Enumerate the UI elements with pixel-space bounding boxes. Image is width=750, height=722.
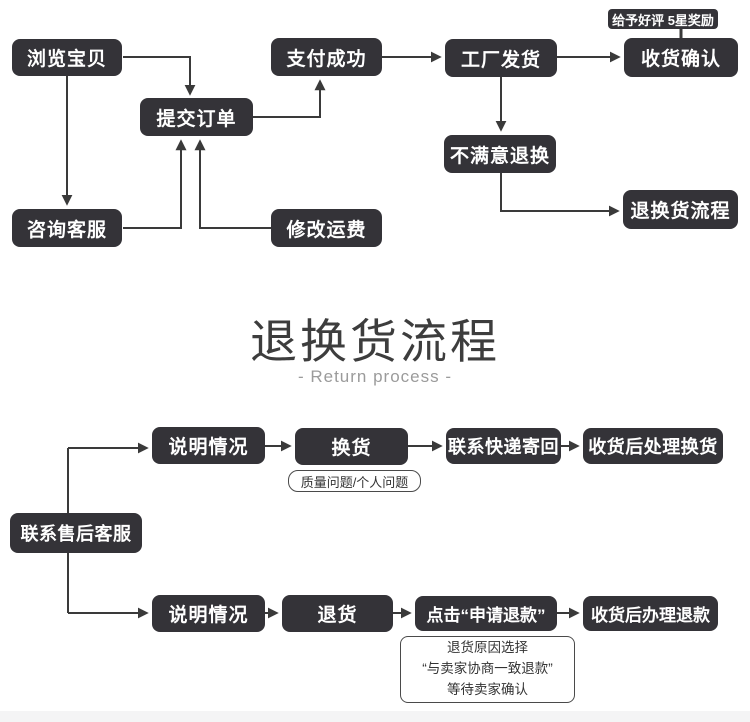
- node-exchange-goods: 换货: [295, 428, 408, 465]
- section-title: 退换货流程: [250, 315, 500, 368]
- note-refund-reason: 退货原因选择 “与卖家协商一致退款” 等待卖家确认: [400, 636, 575, 703]
- node-explain-situation-2: 说明情况: [152, 595, 265, 632]
- note-refund-reason-line1: 退货原因选择: [447, 640, 528, 656]
- label-praise-reward: 给予好评 5星奖励: [608, 9, 718, 29]
- node-unsatisfied-return: 不满意退换: [444, 135, 556, 173]
- note-refund-reason-line3: 等待卖家确认: [447, 681, 528, 697]
- node-consult-service: 咨询客服: [12, 209, 122, 247]
- node-confirm-receipt: 收货确认: [624, 38, 738, 77]
- node-courier-return: 联系快递寄回: [446, 428, 561, 464]
- node-apply-refund: 点击“申请退款”: [415, 596, 557, 631]
- section-subtitle: - Return process -: [297, 367, 453, 386]
- node-modify-shipping-fee: 修改运费: [271, 209, 382, 247]
- node-return-goods: 退货: [282, 595, 393, 632]
- note-refund-reason-line2: “与卖家协商一致退款”: [422, 661, 553, 677]
- node-browse-item: 浏览宝贝: [12, 39, 122, 76]
- node-handle-exchange-after-receipt: 收货后处理换货: [583, 428, 723, 464]
- node-handle-refund-after-receipt: 收货后办理退款: [583, 596, 718, 631]
- label-exchange-reason: 质量问题/个人问题: [288, 470, 421, 492]
- node-explain-situation-1: 说明情况: [152, 427, 265, 464]
- node-return-process-link: 退换货流程: [623, 190, 738, 229]
- node-payment-success: 支付成功: [271, 38, 382, 76]
- node-submit-order: 提交订单: [140, 98, 253, 136]
- node-contact-after-sales: 联系售后客服: [10, 513, 142, 553]
- footer-strip: [0, 711, 750, 722]
- node-factory-ship: 工厂发货: [445, 39, 557, 77]
